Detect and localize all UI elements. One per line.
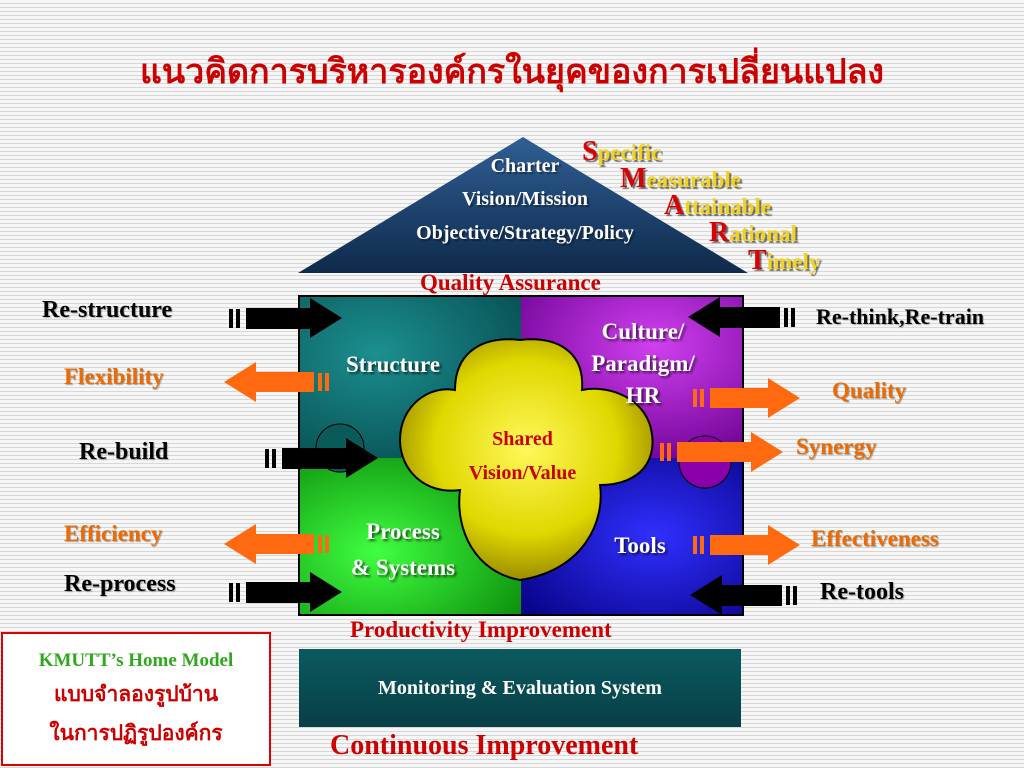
rethink-retrain-label: Re-think,Re-train [816, 304, 985, 329]
arrow-reprocess [229, 572, 342, 612]
arrow-flexibility [224, 362, 329, 402]
structure-label: Structure [345, 352, 441, 377]
roof-vision-mission: Vision/Mission [462, 188, 588, 210]
smart-rational: Rational [709, 217, 797, 248]
effectiveness-label: Effectiveness [811, 526, 939, 551]
restructure-label: Re-structure [42, 297, 173, 323]
synergy-label: Synergy [796, 434, 877, 459]
kmutt-home-model-box: KMUTT’s Home Model แบบจำลองรูปบ้าน ในการ… [1, 632, 271, 766]
smart-measurable: Measurable [620, 163, 741, 194]
rebuild-label: Re-build [79, 439, 169, 465]
kmutt-subtitle-1: แบบจำลองรูปบ้าน [53, 682, 219, 706]
arrow-effectiveness [693, 525, 800, 565]
monitoring-evaluation-box: Monitoring & Evaluation System [299, 649, 741, 727]
smart-specific: Specific [582, 136, 662, 167]
arrow-rebuild [265, 438, 378, 478]
quality-assurance-label: Quality Assurance [420, 270, 601, 295]
arrow-synergy [660, 432, 783, 472]
roof-objective: Objective/Strategy/Policy [416, 222, 634, 244]
productivity-improvement-label: Productivity Improvement [350, 617, 612, 642]
roof-charter: Charter [490, 155, 560, 177]
kmutt-subtitle-2: ในการปฏิรูปองค์กร [49, 721, 223, 745]
roof [298, 137, 748, 273]
shared-vision-piece [398, 338, 654, 582]
culture-label: Culture/ Paradigm/ HR [591, 319, 695, 408]
arrow-efficiency [224, 524, 329, 564]
efficiency-label: Efficiency [64, 521, 163, 546]
quality-label: Quality [832, 378, 907, 403]
continuous-improvement-label: Continuous Improvement [330, 730, 639, 761]
smart-attainable: Attainable [664, 190, 772, 221]
arrow-rethink [688, 297, 795, 337]
reprocess-label: Re-process [64, 571, 176, 597]
retools-label: Re-tools [820, 579, 904, 605]
monitoring-evaluation-label: Monitoring & Evaluation System [378, 676, 662, 699]
page-title: แนวคิดการบริหารองค์กรในยุคของการเปลี่ยนแ… [139, 54, 885, 91]
shared-vision-label: Shared Vision/Value [468, 428, 577, 484]
tools-label: Tools [614, 533, 666, 558]
process-systems-label: Process & Systems [350, 519, 456, 580]
kmutt-title: KMUTT’s Home Model [38, 650, 234, 671]
arrow-restructure [229, 298, 342, 338]
smart-timely: Timely [748, 245, 821, 276]
flexibility-label: Flexibility [64, 364, 164, 389]
arrow-retools [690, 575, 797, 615]
arrow-quality [693, 378, 800, 418]
